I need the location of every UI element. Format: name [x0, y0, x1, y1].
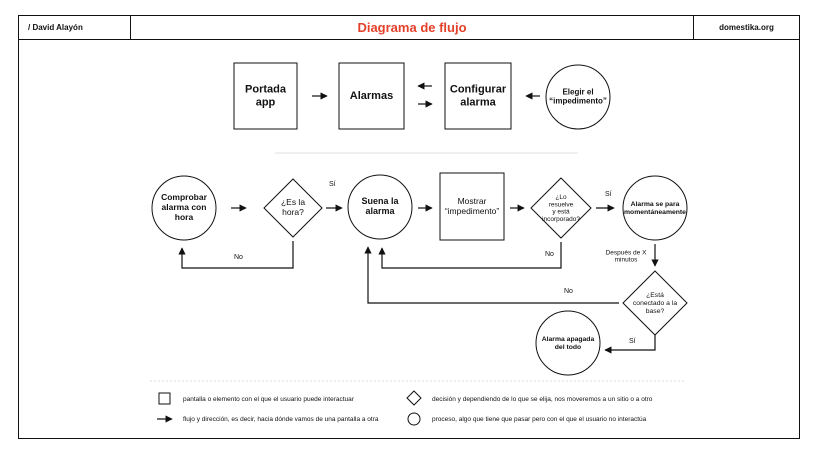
node-lo-resuelve-diamond — [530, 177, 592, 239]
header-bar: / David Alayón Diagrama de flujo domesti… — [19, 16, 799, 40]
diagram-title: Diagrama de flujo — [357, 20, 467, 35]
edge-label-si-hora: Sí — [329, 181, 336, 188]
edge-label-no-resuelve: No — [545, 251, 554, 258]
node-mostrar-box — [439, 172, 505, 241]
diagram-frame: / David Alayón Diagrama de flujo domesti… — [18, 15, 800, 439]
legend-screen-text: pantalla o elemento con el que el usuari… — [183, 396, 355, 403]
edge-label-si-conectado: Sí — [629, 338, 636, 345]
edge-label-no-conectado: No — [564, 288, 573, 295]
legend-flow-text: flujo y dirección, es decir, hacia dónde… — [183, 416, 379, 423]
legend-decision-icon — [406, 390, 422, 406]
node-portada-box — [233, 62, 298, 130]
node-elegir-circle — [545, 64, 611, 130]
legend-process-text: proceso, algo que tiene que pasar pero c… — [432, 416, 647, 423]
node-suena-circle — [347, 174, 413, 240]
node-alarmas-box — [338, 62, 405, 130]
edge-label-si-resuelve: Sí — [605, 191, 612, 198]
node-es-la-hora-diamond — [263, 178, 323, 238]
node-elegir: Elegir el“impedimento” — [549, 88, 607, 106]
node-mostrar: Mostrar“impedimento” — [445, 196, 499, 216]
node-alarmas: Alarmas — [350, 90, 393, 102]
flow-arrow — [604, 335, 656, 354]
flow-arrow-loop — [178, 241, 294, 269]
node-se-para-circle — [622, 175, 688, 241]
author-credit: / David Alayón — [19, 16, 131, 39]
node-comprobar-circle — [151, 175, 217, 241]
legend-decision-text: decisión y dependiendo de lo que se elij… — [432, 396, 653, 403]
legend-screen-icon — [158, 392, 171, 405]
node-configurar-box — [444, 62, 512, 130]
flow-arrow-loop — [364, 246, 619, 304]
flow-arrow-loop — [378, 242, 562, 269]
edge-label-no-hora: No — [234, 254, 243, 261]
legend-process-icon — [407, 412, 421, 426]
node-apagada-circle — [535, 310, 601, 376]
site-link[interactable]: domestika.org — [693, 16, 799, 39]
